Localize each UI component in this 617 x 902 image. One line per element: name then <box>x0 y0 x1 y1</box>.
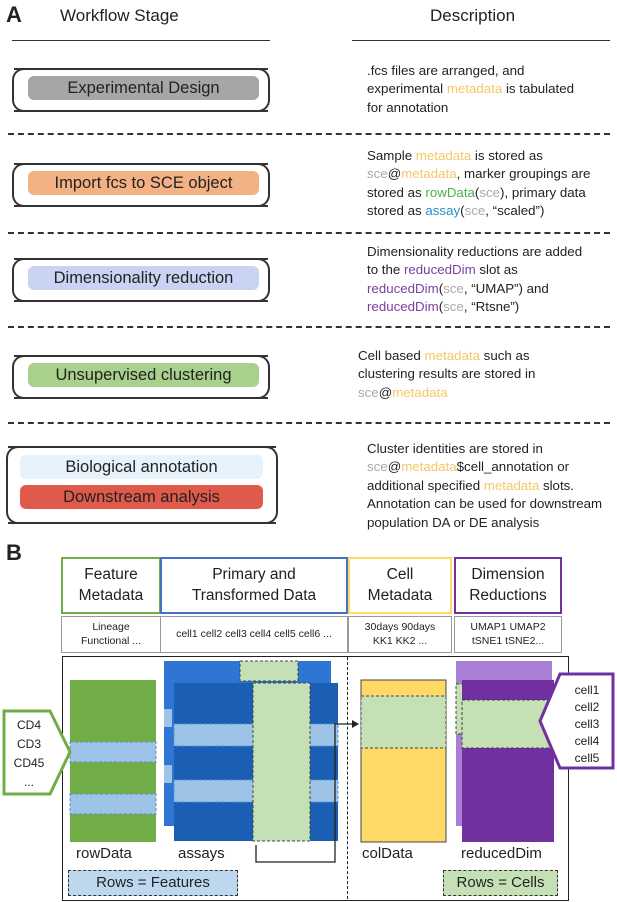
stage-heading-rule <box>12 40 270 41</box>
sub-primary-data: cell1 cell2 cell3 cell4 cell5 cell6 ... <box>160 616 348 653</box>
assay-highlight-column <box>252 682 311 842</box>
sce-container <box>62 656 569 901</box>
marker-label: CD45 <box>13 756 45 770</box>
panel-a-letter: A <box>6 2 22 27</box>
feature-cell-divider <box>347 657 348 899</box>
stage-bracket-3 <box>12 258 270 302</box>
legend-rows-cells: Rows = Cells <box>443 870 558 896</box>
panel-b-letter: B <box>6 540 22 565</box>
label-coldata: colData <box>362 845 413 862</box>
column-connector-line <box>255 723 355 863</box>
cells-arrow <box>538 672 615 770</box>
cell-label: cell5 <box>574 751 600 765</box>
stage-bracket-1 <box>12 68 270 112</box>
rowdata-highlight-row <box>69 741 157 763</box>
legend-rows-features: Rows = Features <box>68 870 238 896</box>
cell-label: cell3 <box>574 717 600 731</box>
assay-back-column <box>239 660 299 682</box>
workflow-stage-heading: Workflow Stage <box>60 6 179 25</box>
description-annotation-downstream: Cluster identities are stored in sce@met… <box>367 441 603 530</box>
connector-arrowhead <box>352 720 359 728</box>
cell-label: cell1 <box>574 683 600 697</box>
cell-label: cell2 <box>574 700 600 714</box>
coldata-highlight <box>360 695 447 749</box>
stage-bracket-5 <box>6 446 278 524</box>
markers-arrow <box>2 709 72 796</box>
assay-back-highlight <box>164 765 172 783</box>
description-heading-rule <box>352 40 610 41</box>
divider-4 <box>8 422 610 424</box>
divider-3 <box>8 326 610 328</box>
divider-2 <box>8 232 610 234</box>
description-experimental-design: .fcs files are arranged, and experimenta… <box>367 63 574 115</box>
rowdata-highlight-row <box>69 793 157 815</box>
cell-label: cell4 <box>574 734 600 748</box>
stage-import-fcs: Import fcs to SCE object <box>28 171 259 195</box>
marker-label: ... <box>23 775 34 789</box>
reduceddim-highlight <box>461 699 555 749</box>
label-assays: assays <box>178 845 225 862</box>
stage-dimensionality-reduction: Dimensionality reduction <box>28 266 259 290</box>
assay-back-highlight <box>164 709 172 727</box>
marker-label: CD3 <box>16 737 41 751</box>
label-rowdata: rowData <box>76 845 132 862</box>
description-unsupervised-clustering: Cell based metadata such as clustering r… <box>358 348 536 400</box>
label-reduceddim: reducedDim <box>461 845 542 862</box>
stage-unsupervised-clustering: Unsupervised clustering <box>28 363 259 387</box>
marker-list: CD4 CD3 CD45 ... <box>12 716 46 792</box>
stage-experimental-design: Experimental Design <box>28 76 259 100</box>
marker-label: CD4 <box>16 718 41 732</box>
description-import-fcs: Sample metadata is stored as sce@metadat… <box>367 148 591 219</box>
stage-bracket-4 <box>12 355 270 399</box>
description-heading: Description <box>430 6 516 25</box>
description-dimensionality-reduction: Dimensionality reductions are added to t… <box>367 244 583 315</box>
divider-1 <box>8 133 610 135</box>
cell-list: cell1 cell2 cell3 cell4 cell5 <box>566 682 608 767</box>
stage-biological-annotation: Biological annotation <box>20 455 263 479</box>
stage-downstream-analysis: Downstream analysis <box>20 485 263 509</box>
stage-bracket-2 <box>12 163 270 207</box>
